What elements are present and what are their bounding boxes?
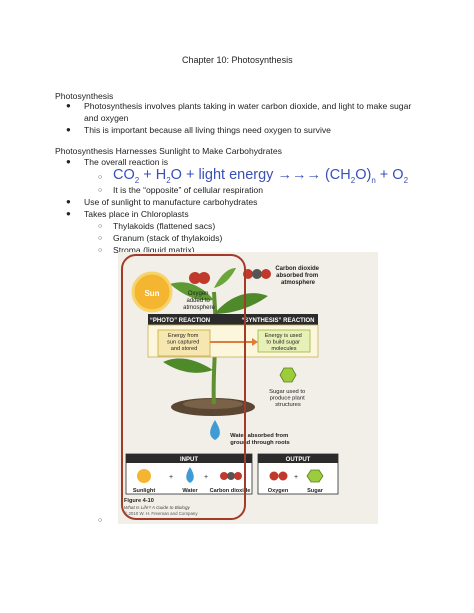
- section-heading-photosynthesis: Photosynthesis: [55, 91, 114, 101]
- leaf: [214, 268, 236, 288]
- energy-used-label: Energy is used to build sugar molecules: [265, 333, 304, 352]
- bullet-text: This is important because all living thi…: [84, 125, 331, 135]
- co2-absorbed-label: Carbon dioxide absorbed from atmosphere: [275, 266, 320, 286]
- sugar-icon: [306, 469, 324, 483]
- sub-bullet-text: It is the “opposite” of cellular respira…: [113, 185, 263, 195]
- sub-bullet-circle: ○: [98, 174, 103, 181]
- sunlight-icon: [137, 469, 151, 483]
- bullet-text: Use of sunlight to manufacture carbohydr…: [84, 197, 258, 207]
- sub-bullet-circle: ○: [98, 517, 103, 524]
- sub-bullet-text: Granum (stack of thylakoids): [113, 233, 223, 243]
- leaf: [163, 358, 213, 373]
- sub-bullet-text: Thylakoids (flattened sacs): [113, 221, 216, 231]
- synthesis-reaction-label: “SYNTHESIS” REACTION: [241, 318, 314, 324]
- output-label: OUTPUT: [286, 457, 311, 463]
- bullet-dot: ●: [66, 197, 71, 206]
- bullet-text: The overall reaction is: [84, 157, 169, 167]
- figure-caption-copyright: © 2010 W. H. Freeman and Company: [124, 511, 198, 516]
- photosynthesis-figure: Sun Oxygen added to atmosphere Carbon di…: [118, 252, 378, 524]
- bullet-dot: ●: [66, 157, 71, 166]
- figure-caption: Figure 4-10: [124, 498, 154, 504]
- oxygen-molecule-icon: [189, 272, 201, 284]
- oxygen-icon: [278, 471, 288, 481]
- sub-bullet-circle: ○: [98, 223, 103, 230]
- input-label: INPUT: [180, 457, 198, 463]
- leaf: [214, 293, 268, 314]
- oxygen-icon: [269, 471, 279, 481]
- sugar-hexagon-icon: [279, 367, 297, 383]
- bullet-dot: ●: [66, 209, 71, 218]
- input-item-label: Sunlight: [133, 488, 156, 494]
- co2-icon: [234, 472, 242, 480]
- svg-text:+: +: [169, 474, 173, 481]
- bullet-dot: ●: [66, 125, 71, 134]
- input-header: [126, 454, 252, 463]
- oxygen-molecule-icon: [198, 272, 210, 284]
- section-heading-harnesses: Photosynthesis Harnesses Sunlight to Mak…: [55, 146, 282, 156]
- photo-reaction-label: “PHOTO” REACTION: [150, 318, 210, 324]
- photosynthesis-equation: CO2 + H2O + light energy →→→ (CH2O)n + O…: [113, 167, 409, 185]
- sun-icon: [131, 271, 173, 313]
- reaction-header-bar: [148, 314, 318, 325]
- water-absorbed-label: Water absorbed from ground through roots: [230, 433, 290, 446]
- svg-text:+: +: [294, 474, 298, 481]
- bullet-text-continued: and oxygen: [84, 113, 129, 123]
- sugar-used-label: Sugar used to produce plant structures: [269, 389, 307, 408]
- annotation-outline: [121, 254, 246, 520]
- co2-molecule-icon: [261, 269, 271, 279]
- oxygen-added-label: Oxygen added to atmosphere: [183, 291, 215, 311]
- energy-captured-label: Energy from sun captured and stored: [167, 333, 201, 352]
- sub-bullet-text: Stroma (liquid matrix): [113, 245, 195, 255]
- co2-icon: [227, 472, 235, 480]
- sub-bullet-circle: ○: [98, 187, 103, 194]
- page-title: Chapter 10: Photosynthesis: [182, 55, 293, 65]
- bullet-dot: ●: [66, 101, 71, 110]
- bullet-text: Takes place in Chloroplasts: [84, 209, 189, 219]
- output-header: [258, 454, 338, 463]
- sub-bullet-circle: ○: [98, 235, 103, 242]
- synthesis-box: [257, 329, 311, 353]
- figure-caption-source: What Is Life? A Guide to Biology: [124, 505, 190, 510]
- input-item-label: Carbon dioxide: [210, 488, 251, 494]
- co2-molecule-icon: [252, 269, 262, 279]
- water-icon: [186, 467, 194, 483]
- svg-text:+: +: [204, 474, 208, 481]
- leaf: [170, 282, 214, 301]
- water-drop-icon: [210, 420, 220, 440]
- co2-icon: [220, 472, 228, 480]
- output-item-label: Sugar: [307, 488, 324, 494]
- bullet-text: Photosynthesis involves plants taking in…: [84, 101, 412, 111]
- output-item-label: Oxygen: [268, 488, 289, 494]
- figure-svg: Sun Oxygen added to atmosphere Carbon di…: [118, 252, 378, 524]
- sun-label: Sun: [144, 289, 159, 298]
- arrow-head-icon: [252, 338, 258, 346]
- input-item-label: Water: [182, 488, 198, 494]
- sub-bullet-circle: ○: [98, 247, 103, 254]
